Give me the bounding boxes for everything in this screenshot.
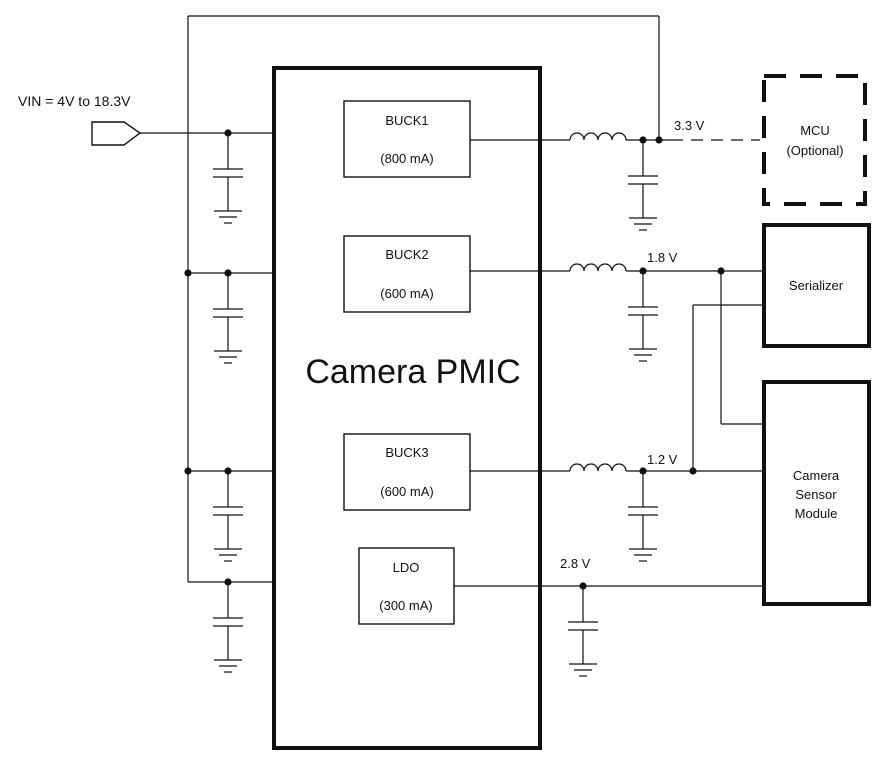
output-capacitor-3 bbox=[628, 471, 658, 562]
inductor-3 bbox=[569, 463, 627, 472]
buck1-current: (800 mA) bbox=[380, 151, 433, 166]
buck1-output-voltage: 3.3 V bbox=[674, 118, 705, 133]
junction-dot bbox=[689, 467, 697, 475]
junction-dot bbox=[184, 467, 192, 475]
junction-dot bbox=[717, 267, 725, 275]
pmic-block bbox=[272, 66, 542, 750]
vin-connector bbox=[91, 121, 142, 146]
junction-dot bbox=[224, 467, 232, 475]
ldo-current: (300 mA) bbox=[379, 598, 432, 613]
junction-dot bbox=[639, 267, 647, 275]
ldo-output-voltage: 2.8 V bbox=[560, 556, 591, 571]
output-capacitor-1 bbox=[628, 140, 658, 231]
buck2-name: BUCK2 bbox=[385, 247, 428, 262]
junction-dot bbox=[224, 578, 232, 586]
junction-dot bbox=[224, 269, 232, 277]
junction-dot bbox=[655, 136, 663, 144]
mcu-label: MCU bbox=[800, 123, 830, 138]
pmic-title: Camera PMIC bbox=[305, 353, 520, 391]
vin-label: VIN = 4V to 18.3V bbox=[18, 93, 131, 109]
input-capacitor-2 bbox=[213, 273, 243, 364]
regulator-buck3: BUCK3 (600 mA) bbox=[343, 433, 471, 511]
output-capacitor-4 bbox=[568, 586, 598, 677]
buck3-output-voltage: 1.2 V bbox=[647, 452, 678, 467]
ldo-name: LDO bbox=[393, 560, 420, 575]
junction-dot bbox=[184, 269, 192, 277]
buck2-current: (600 mA) bbox=[380, 286, 433, 301]
camera-label-line3: Module bbox=[795, 506, 838, 521]
buck1-name: BUCK1 bbox=[385, 113, 428, 128]
regulator-ldo: LDO (300 mA) bbox=[358, 547, 455, 625]
output-capacitor-2 bbox=[628, 271, 658, 362]
mcu-optional-label: (Optional) bbox=[786, 143, 843, 158]
camera-sensor-block: Camera Sensor Module bbox=[762, 380, 871, 606]
input-capacitor-3 bbox=[213, 471, 243, 562]
input-capacitor-1 bbox=[213, 133, 243, 224]
serializer-block: Serializer bbox=[762, 223, 871, 348]
camera-label-line2: Sensor bbox=[795, 487, 837, 502]
camera-label-line1: Camera bbox=[793, 468, 840, 483]
junction-dot bbox=[579, 582, 587, 590]
input-capacitor-4 bbox=[213, 582, 243, 673]
buck3-current: (600 mA) bbox=[380, 484, 433, 499]
serializer-label: Serializer bbox=[789, 278, 844, 293]
inductor-2 bbox=[569, 263, 627, 272]
junction-dot bbox=[639, 467, 647, 475]
regulator-buck1: BUCK1 (800 mA) bbox=[343, 100, 471, 178]
inductor-1 bbox=[569, 132, 627, 141]
mcu-block: MCU (Optional) bbox=[762, 74, 867, 206]
junction-dot bbox=[224, 129, 232, 137]
buck3-name: BUCK3 bbox=[385, 445, 428, 460]
junction-dot bbox=[639, 136, 647, 144]
regulator-buck2: BUCK2 (600 mA) bbox=[343, 235, 471, 313]
buck2-output-voltage: 1.8 V bbox=[647, 250, 678, 265]
